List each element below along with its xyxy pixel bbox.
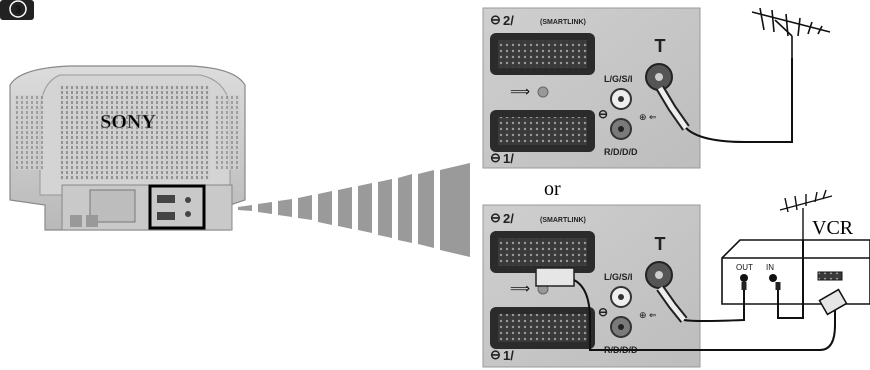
- smartlink-label: (SMARTLINK): [540, 19, 586, 26]
- vent-grille: [60, 85, 210, 180]
- svg-text:⊕ ⇐: ⊕ ⇐: [639, 112, 657, 122]
- or-separator: or: [544, 178, 561, 200]
- scart1-label: 1/: [503, 151, 514, 166]
- svg-text:⊖: ⊖: [598, 305, 608, 319]
- vcr-in-label: IN: [766, 263, 774, 272]
- scart-plug: [535, 267, 575, 287]
- vcr-out-label: OUT: [736, 263, 753, 272]
- vcr-in-socket: [769, 274, 777, 282]
- svg-text:⊖: ⊖: [490, 12, 501, 27]
- step-badge: 3: [0, 0, 34, 20]
- rddd-label: R/D/D/D: [604, 147, 638, 157]
- connector-highlight-box: [148, 184, 206, 230]
- vcr-out-socket: [740, 274, 748, 282]
- tv-brand-logo: SONY: [100, 111, 156, 133]
- svg-text:⊖: ⊖: [490, 150, 501, 165]
- top-antenna-connection: [656, 7, 831, 143]
- vcr-device: OUT IN VCR: [721, 217, 870, 305]
- bottom-connector-panel: ⊖ 2/ (SMARTLINK) ⟹ ⊖ 1/ L/G/S/I R/D/D/D …: [482, 204, 701, 368]
- antenna-icon: [751, 7, 831, 58]
- svg-text:⊖: ⊖: [490, 210, 501, 225]
- top-connector-panel: ⊖ 2/ (SMARTLINK) ⟹ ⊖ 1/ L/G/S/I R/D/D/D …: [482, 7, 701, 169]
- vcr-label: VCR: [812, 217, 854, 239]
- svg-text:⟹: ⟹: [510, 280, 530, 296]
- scart2-label-bottom: 2/: [503, 211, 514, 226]
- antenna-symbol-bottom: T: [655, 234, 666, 254]
- svg-text:⊖: ⊖: [490, 347, 501, 362]
- step-number: 3: [15, 4, 21, 16]
- zoom-beam: [238, 163, 470, 257]
- antenna-symbol: T: [655, 36, 666, 56]
- svg-text:⟹: ⟹: [510, 83, 530, 99]
- lgsi-label-bottom: L/G/S/I: [604, 272, 633, 282]
- scart1-label-bottom: 1/: [503, 348, 514, 363]
- tv-rear-view: SONY: [9, 65, 246, 231]
- bottom-cabling: [573, 189, 848, 351]
- antenna-icon-bottom: [779, 189, 833, 240]
- svg-text:⊖: ⊖: [598, 107, 608, 121]
- svg-text:⊕ ⇐: ⊕ ⇐: [639, 310, 657, 320]
- smartlink-label-bottom: (SMARTLINK): [540, 217, 586, 224]
- lgsi-label: L/G/S/I: [604, 74, 633, 84]
- scart2-label: 2/: [503, 13, 514, 28]
